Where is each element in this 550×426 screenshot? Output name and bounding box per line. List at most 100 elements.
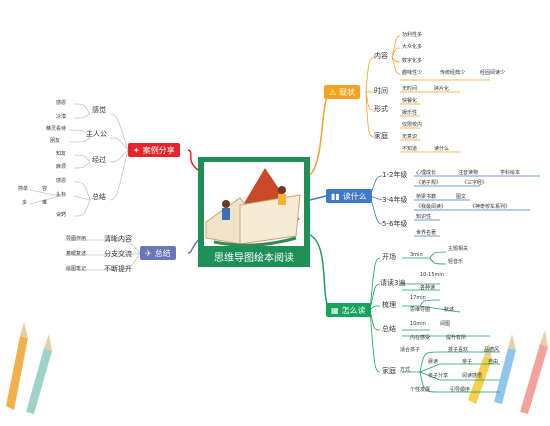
how-family-item: 适合孩子 <box>400 347 421 353</box>
why-g56-item: 知识性 <box>416 214 432 220</box>
warning-icon: ⚠ <box>329 87 337 97</box>
how-sort-item: 默述 <box>444 307 455 313</box>
cases-sum-item: 多 <box>22 200 28 206</box>
status-form-item: 快餐化 <box>402 98 418 104</box>
summary-item-label[interactable]: 清晰内容 <box>104 235 132 243</box>
status-content-item: 传统经典少 <box>440 70 466 76</box>
status-family-item: 读什么 <box>434 146 450 152</box>
status-content-item: 数字化多 <box>402 58 423 64</box>
how-family-item: 引导顺序 <box>450 387 471 393</box>
cases-tag[interactable]: ✦案例分享 <box>128 143 180 157</box>
how-family-item: 亲子 <box>462 359 473 365</box>
cases-feel-item: 感恩 <box>56 100 67 106</box>
status-family-item: 无意识 <box>402 134 418 140</box>
cases-exp-item: 麻烦 <box>56 164 67 170</box>
why-g12-label[interactable]: 1-2年级 <box>382 171 408 179</box>
how-kaichang-item: 3min <box>410 252 423 258</box>
how-sort-label[interactable]: 梳理 <box>382 301 396 309</box>
why-g34-item: 《神奇校车系列》 <box>470 204 511 210</box>
how-tag[interactable]: ▦怎么读 <box>326 303 371 317</box>
how-family-item: 孩子喜欢 <box>448 347 469 353</box>
cases-connectors <box>29 103 129 217</box>
how-kaichang-label[interactable]: 开场 <box>382 253 396 261</box>
why-g34-item: 图文 <box>456 194 467 200</box>
status-time-item: 无时间 <box>402 86 418 92</box>
share-icon: ✦ <box>133 145 140 155</box>
why-g12-item: 《三字经》 <box>462 180 488 186</box>
status-label: 现状 <box>339 87 356 97</box>
pin-icon: ✈ <box>145 248 152 258</box>
cases-sum-item: 容 <box>42 186 48 192</box>
status-family-item: 不知道 <box>402 146 418 152</box>
how-sort-item: 17min <box>410 295 426 301</box>
summary-item-sub: 绘图笔记 <box>66 266 87 272</box>
status-family-label[interactable]: 家庭 <box>374 132 388 140</box>
summary-item-label[interactable]: 不断提升 <box>104 265 132 273</box>
why-g56-label[interactable]: 5-6年级 <box>382 220 408 228</box>
summary-item-sub: 导图作用 <box>66 236 87 242</box>
summary-item-label[interactable]: 分支交流 <box>104 250 132 258</box>
why-g12-item: 学科绘本 <box>500 170 521 176</box>
branch-why <box>309 195 327 201</box>
why-g34-item: 《我最阅读》 <box>416 204 447 210</box>
branch-status <box>309 91 344 176</box>
why-label: 读什么 <box>342 191 367 201</box>
how-sum-label[interactable]: 总结 <box>382 325 396 333</box>
status-form-item: 娱乐性 <box>402 110 418 116</box>
branch-cases <box>187 149 199 171</box>
summary-tag[interactable]: ✈总结 <box>140 246 176 260</box>
why-g12-item: 《弟子规》 <box>416 180 442 186</box>
cases-feel-item: 冷漠 <box>56 114 67 120</box>
cases-hero-item: 朋友 <box>50 138 61 144</box>
how-family-item: 方式 <box>400 367 411 373</box>
branch-summary <box>187 239 199 254</box>
status-connectors <box>365 35 490 153</box>
how-family-label[interactable]: 家庭 <box>382 367 396 375</box>
center-title[interactable]: 思维导图绘本阅读 <box>214 253 294 264</box>
cases-sum-item: 难 <box>42 200 48 206</box>
why-g12-item: 心理成长 <box>416 170 437 176</box>
status-form-label[interactable]: 形式 <box>374 105 388 113</box>
summary-label: 总结 <box>154 248 171 258</box>
how-kaichang-item: 轻音乐 <box>448 259 464 265</box>
why-g56-item: 世界名著 <box>416 230 437 236</box>
cases-exp-label[interactable]: 经过 <box>92 156 106 164</box>
summary-connectors <box>64 239 141 271</box>
cases-sum-item: 头标 <box>56 192 67 198</box>
cases-sum-item: 感恩 <box>56 178 67 184</box>
why-g34-item: 桥梁书籍 <box>416 194 437 200</box>
how-read3-item: 10-15min <box>420 272 444 278</box>
status-form-item: 仅限校内 <box>402 122 423 128</box>
how-sum-item: 提升有所 <box>446 335 467 341</box>
status-time-label[interactable]: 时间 <box>374 87 388 95</box>
cases-feel-label[interactable]: 感觉 <box>92 106 106 114</box>
status-tag[interactable]: ⚠现状 <box>324 85 361 99</box>
status-content-item: 大众化多 <box>402 44 423 50</box>
how-family-item: 个性发展 <box>410 387 431 393</box>
status-time-item: 碎片化 <box>434 86 450 92</box>
why-tag[interactable]: ▮▮读什么 <box>326 189 372 203</box>
cases-sum-label[interactable]: 总结 <box>92 193 106 201</box>
why-g34-label[interactable]: 3-4年级 <box>382 196 408 204</box>
cases-sum-item: 简单 <box>18 186 29 192</box>
cases-label: 案例分享 <box>142 145 175 155</box>
how-read3-label[interactable]: 请读3遍 <box>380 279 406 287</box>
pencil-decoration-right <box>468 330 548 414</box>
how-label: 怎么读 <box>341 305 366 315</box>
how-sort-item: 思维导图 <box>410 307 431 313</box>
how-sum-item: 10min <box>410 321 426 327</box>
blocks-icon: ▦ <box>331 305 339 315</box>
how-sum-item: 内在感受 <box>410 335 431 341</box>
cases-hero-label[interactable]: 主人公 <box>86 130 107 138</box>
how-family-item: 亲子分享 <box>428 373 449 379</box>
branch-how <box>309 234 344 311</box>
books-icon: ▮▮ <box>331 191 340 201</box>
status-content-label[interactable]: 内容 <box>374 52 388 60</box>
how-family-item: 品德风 <box>484 347 500 353</box>
center-node[interactable] <box>198 157 310 267</box>
how-connectors <box>369 251 500 393</box>
summary-item-sub: 着眼复述 <box>66 251 87 257</box>
cases-exp-item: 知友 <box>56 151 67 157</box>
how-read3-item: 各种读 <box>420 285 436 291</box>
